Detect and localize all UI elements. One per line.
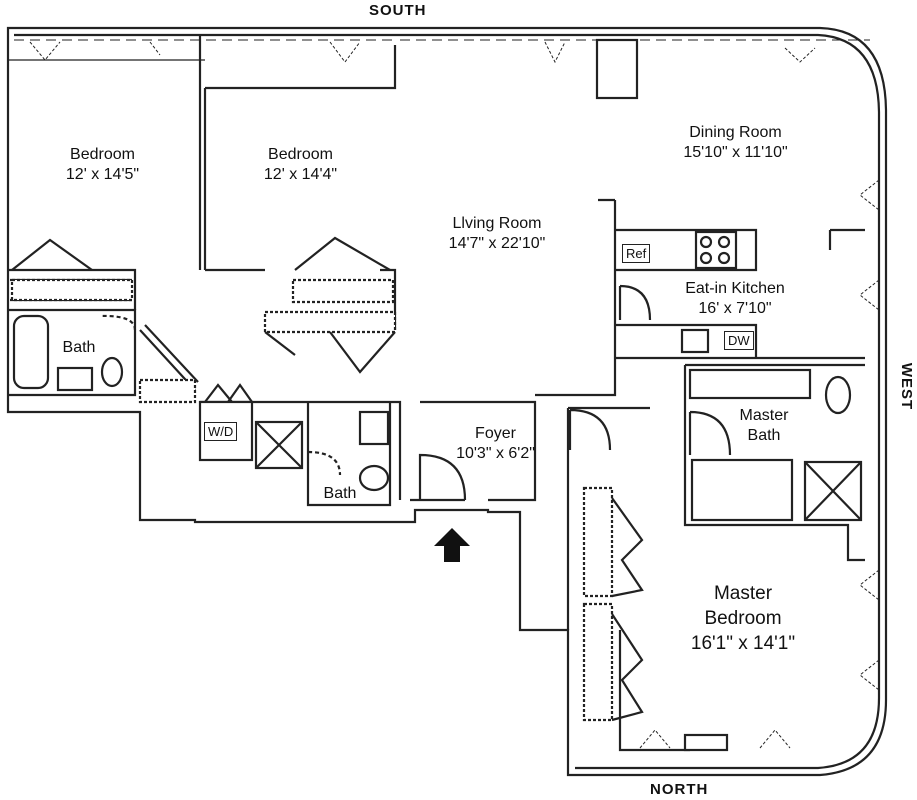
bath1-wall	[8, 308, 137, 397]
toilet-2	[358, 464, 390, 492]
toilet-1	[100, 356, 124, 388]
compass-north: NORTH	[650, 781, 709, 798]
room-name: Eat-in Kitchen	[685, 280, 785, 297]
room-bedroom-2: Bedroom 12' x 14'4"	[248, 145, 353, 185]
room-dimensions: 12' x 14'4"	[263, 166, 338, 183]
compass-south: SOUTH	[369, 2, 427, 19]
master-closet-wall	[566, 406, 690, 752]
room-dimensions: 10'3" x 6'2"	[456, 445, 535, 462]
room-dimensions: 16' x 7'10"	[698, 300, 772, 317]
kitchen-sink	[680, 328, 710, 354]
dishwasher-label: DW	[724, 331, 754, 350]
room-kitchen: Eat-in Kitchen 16' x 7'10"	[670, 279, 800, 319]
room-dimensions: 12' x 14'5"	[65, 166, 140, 183]
room-name: Dining Room	[689, 124, 782, 141]
master-tub	[690, 458, 794, 522]
room-name: Bedroom	[268, 146, 333, 163]
exterior-wall-inner	[14, 33, 881, 770]
room-name-line2: Bath	[747, 427, 781, 444]
room-master-bath: Master Bath	[728, 406, 800, 446]
washer-dryer-label: W/D	[204, 422, 238, 441]
room-name-line1: Master	[713, 583, 773, 604]
master-bath-wall	[683, 363, 865, 562]
room-name: Bedroom	[70, 146, 135, 163]
exterior-wall	[6, 26, 888, 777]
compass-west: WEST	[898, 362, 916, 411]
living-kitchen-wall	[535, 198, 865, 397]
room-living: Llving Room 14'7" x 22'10"	[432, 214, 562, 254]
room-dimensions: 15'10" x 11'10"	[683, 144, 788, 161]
entry-arrow-icon	[434, 528, 470, 562]
room-name: Foyer	[475, 425, 516, 442]
master-sink	[688, 368, 812, 400]
room-master-bedroom: Master Bedroom 16'1" x 14'1"	[668, 581, 818, 656]
sink-2	[358, 410, 390, 446]
sink-1	[56, 366, 94, 392]
room-bedroom-1: Bedroom 12' x 14'5"	[50, 145, 155, 185]
room-dining: Dining Room 15'10" x 11'10"	[668, 123, 803, 163]
bath2-wall	[306, 402, 392, 507]
room-name: Bath	[323, 485, 357, 502]
room-dimensions: 16'1" x 14'1"	[690, 633, 796, 654]
room-bath-2: Bath	[316, 484, 364, 504]
bedroom2-closet	[294, 236, 391, 271]
room-name: Llving Room	[452, 215, 542, 232]
bedroom2-wall	[203, 45, 397, 330]
room-foyer: Foyer 10'3" x 6'2"	[438, 424, 553, 464]
room-name-line1: Master	[739, 407, 789, 424]
room-name-line2: Bedroom	[704, 608, 782, 629]
bedroom1-wall	[8, 35, 202, 310]
room-bath-1: Bath	[55, 338, 103, 358]
refrigerator-label: Ref	[622, 244, 651, 263]
master-toilet	[824, 375, 852, 415]
room-name: Bath	[62, 339, 96, 356]
bathtub-1	[12, 314, 50, 390]
room-dimensions: 14'7" x 22'10"	[448, 235, 546, 252]
